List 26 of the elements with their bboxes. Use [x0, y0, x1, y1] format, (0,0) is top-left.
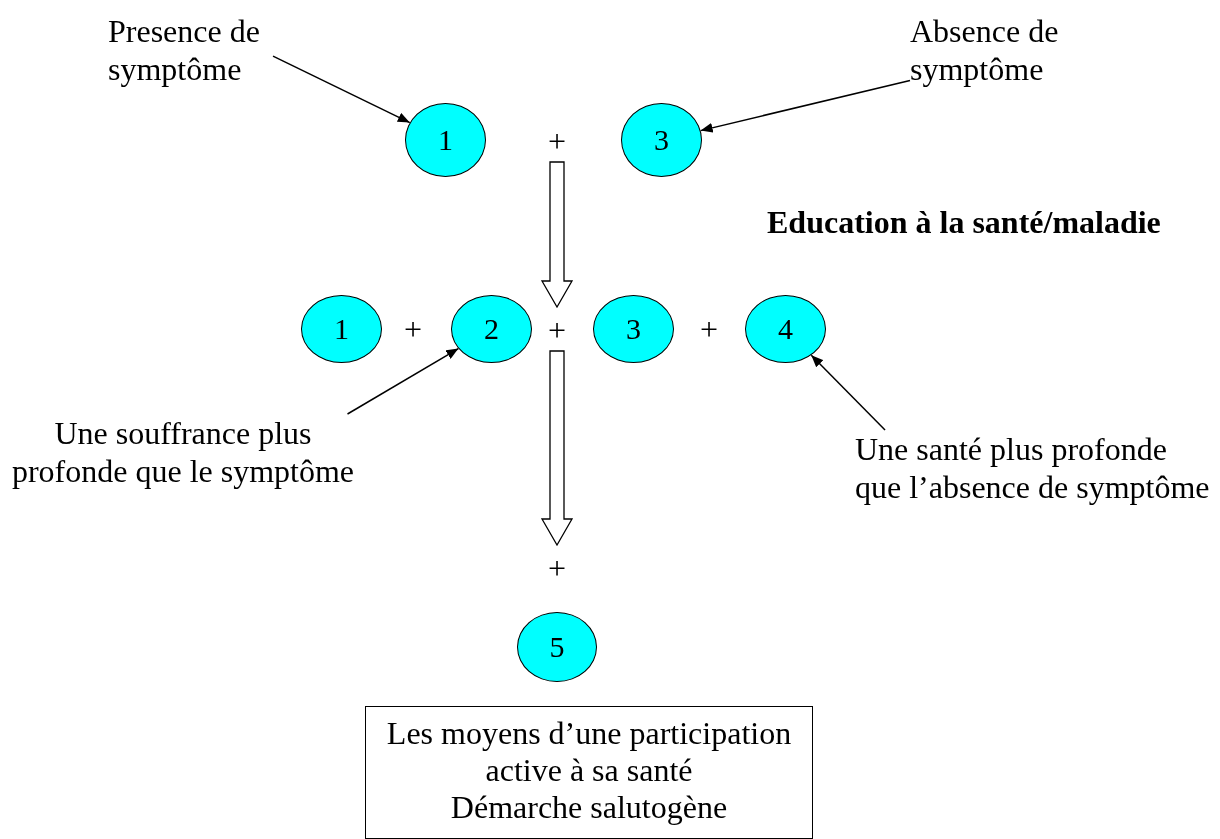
block-arrow — [540, 161, 574, 309]
arrow — [699, 79, 911, 133]
annotation-text: Une souffrance plus profonde que le symptôme — [10, 414, 356, 490]
box-text: Les moyens d’une participation active à sa santé — [385, 715, 793, 789]
circle-number: 1 — [334, 312, 349, 346]
section-heading: Education à la santé/maladie — [767, 203, 1161, 241]
circle-number: 3 — [654, 123, 669, 157]
annotation-text: Absence de symptôme — [910, 12, 1060, 88]
result-box — [365, 706, 813, 839]
annotation-text: + — [547, 311, 567, 349]
circle-number: 5 — [549, 630, 565, 664]
annotation-text: + — [547, 549, 567, 587]
block-arrow — [540, 350, 574, 547]
annotation-text: + — [547, 122, 567, 160]
plus-sign: + — [700, 310, 719, 348]
plus-sign: + — [404, 310, 423, 348]
arrow — [272, 55, 411, 124]
circle-number: 2 — [484, 312, 499, 346]
annotation-text: Une santé plus profonde que l’absence de symptôme — [855, 430, 1211, 506]
circle-number: 3 — [626, 312, 641, 346]
box-text: Démarche salutogène — [449, 789, 729, 826]
arrow — [810, 354, 886, 431]
circle-number: 1 — [438, 123, 453, 157]
arrow — [346, 347, 460, 415]
annotation-text: Presence de symptôme — [108, 12, 261, 88]
circle-number: 4 — [778, 312, 793, 346]
